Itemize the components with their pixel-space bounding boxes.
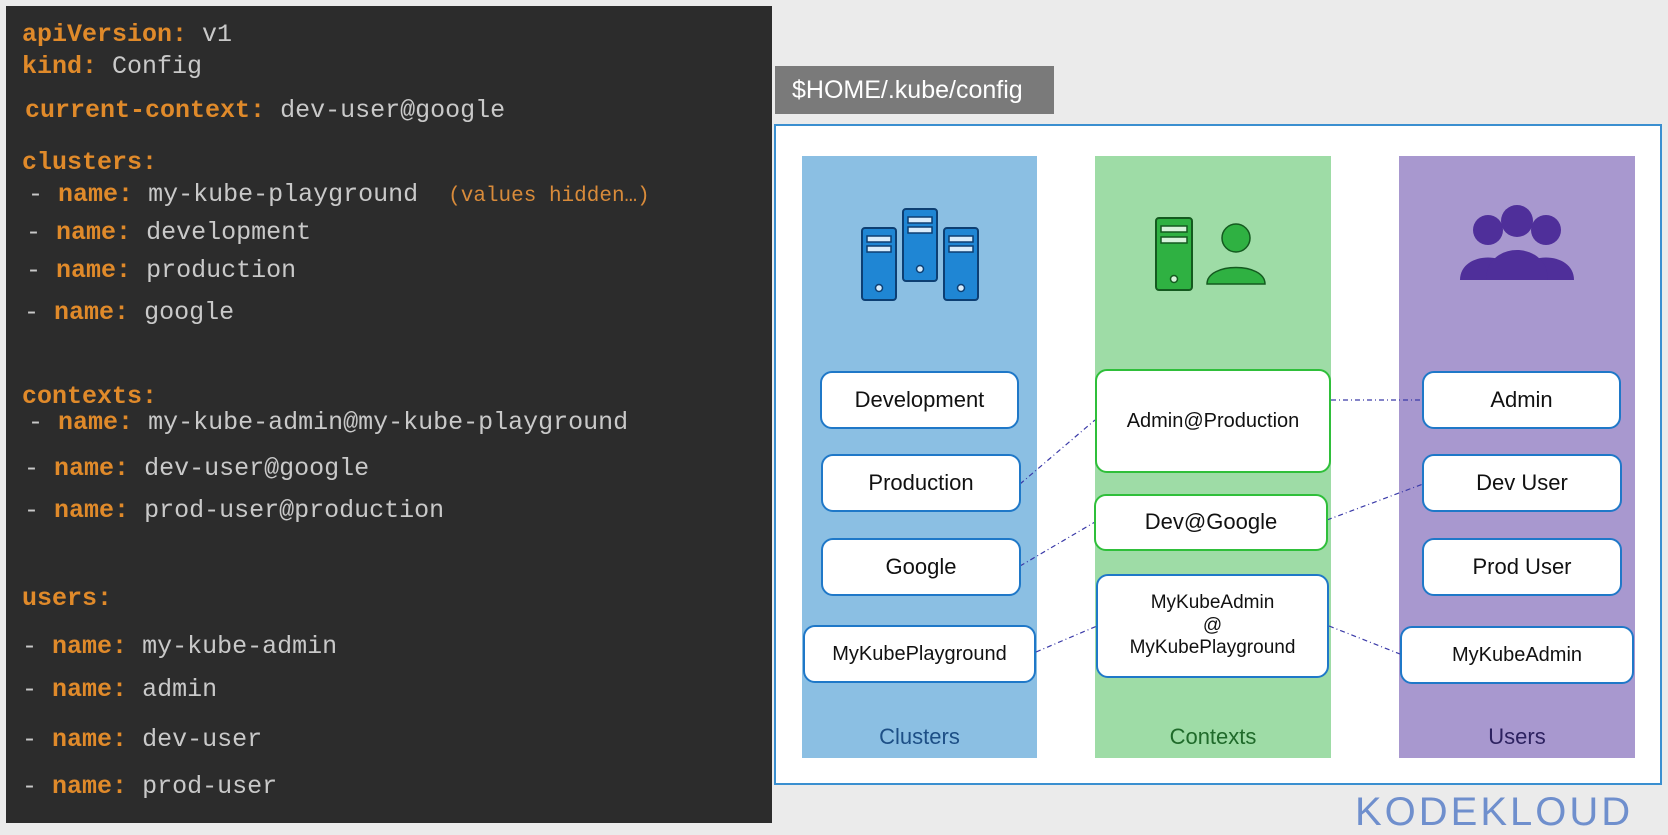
link-production-admin-context — [1019, 419, 1096, 485]
context-box: MyKubeAdmin @ MyKubePlayground — [1096, 574, 1329, 678]
yaml-context-item: - name: my-kube-admin@my-kube-playground — [28, 408, 629, 437]
kubeconfig-yaml-panel: apiVersion: v1 kind: Config current-cont… — [6, 6, 772, 823]
kodekloud-logo: KODEKLOUD — [1355, 790, 1634, 834]
yaml-user-item: - name: dev-user — [22, 725, 263, 754]
yaml-current-context-line: current-context: dev-user@google — [25, 96, 506, 125]
server-rack-icon — [861, 208, 979, 301]
yaml-cluster-item: - name: google — [24, 298, 235, 327]
cluster-box: Development — [820, 371, 1019, 429]
link-google-dev-context — [1019, 521, 1096, 567]
yaml-context-item: - name: prod-user@production — [24, 496, 445, 525]
users-column-label: Users — [1488, 724, 1546, 749]
kubeconfig-path-label: $HOME/.kube/config — [775, 66, 1054, 114]
context-box: Dev@Google — [1094, 494, 1328, 551]
user-box: MyKubeAdmin — [1400, 626, 1634, 684]
yaml-cluster-item: - name: development — [26, 218, 312, 247]
values-hidden-note: (values hidden…) — [448, 185, 650, 208]
yaml-contexts-heading: contexts: — [22, 382, 158, 411]
user-box: Admin — [1422, 371, 1621, 429]
link-mykubeadmin-context-mykubeadmin-user — [1328, 625, 1401, 655]
user-box: Dev User — [1422, 454, 1622, 512]
cluster-box: MyKubePlayground — [803, 625, 1036, 683]
link-dev-context-dev-user — [1326, 483, 1424, 521]
link-mykubeplayground-mykubeadmin-context — [1035, 625, 1098, 653]
contexts-column-label: Contexts — [1169, 724, 1257, 749]
users-group-icon — [1460, 205, 1574, 280]
yaml-cluster-item: - name: production — [26, 256, 297, 285]
yaml-context-item: - name: dev-user@google — [24, 454, 370, 483]
yaml-user-item: - name: prod-user — [22, 772, 278, 801]
yaml-cluster-item: - name: my-kube-playground (values hidde… — [28, 180, 650, 209]
cluster-box: Google — [821, 538, 1021, 596]
context-box: Admin@Production — [1095, 369, 1331, 473]
server-user-icon — [1155, 217, 1266, 291]
yaml-kind-line: kind: Config — [22, 52, 203, 81]
yaml-user-item: - name: admin — [22, 675, 218, 704]
yaml-users-heading: users: — [22, 584, 113, 613]
yaml-clusters-heading: clusters: — [22, 148, 158, 177]
clusters-column-label: Clusters — [879, 724, 960, 749]
yaml-user-item: - name: my-kube-admin — [22, 632, 338, 661]
yaml-api-version-line: apiVersion: v1 — [22, 20, 233, 49]
user-box: Prod User — [1422, 538, 1622, 596]
cluster-box: Production — [821, 454, 1021, 512]
